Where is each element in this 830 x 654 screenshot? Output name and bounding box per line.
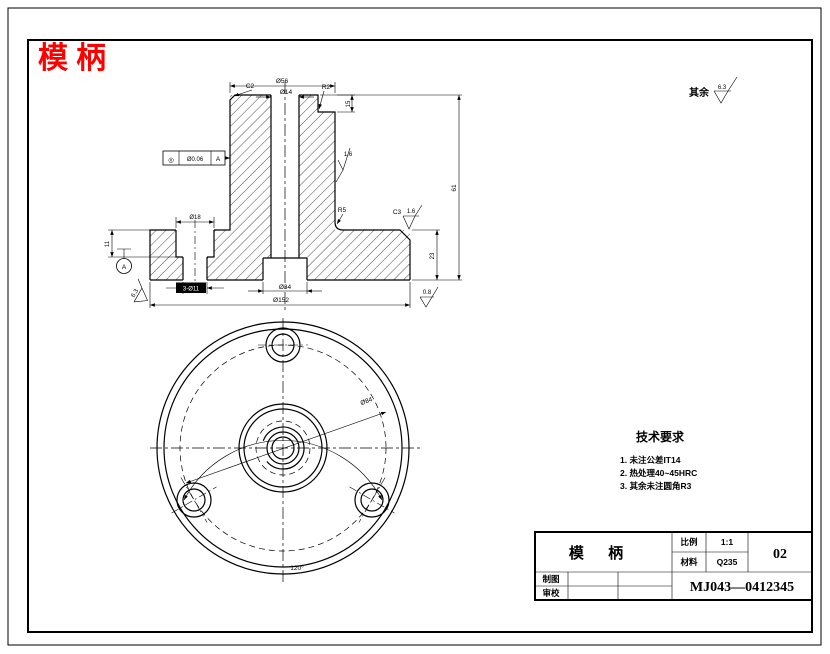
label-radius-step-text: R2 bbox=[322, 84, 331, 91]
dim-holes-text: 3-Ø11 bbox=[183, 287, 200, 293]
section-view: Ø56 Ø14 C2 R2 15 1.6 bbox=[105, 78, 462, 312]
dim-bore-text: Ø14 bbox=[280, 89, 293, 96]
dim-flange-height: 23 bbox=[412, 229, 440, 280]
roughness-flange-icon bbox=[402, 204, 423, 230]
dim-cbore-text: Ø18 bbox=[189, 215, 201, 221]
dim-top-width: Ø56 bbox=[229, 78, 336, 93]
tech-req-item-2: 2. 热处理40~45HRC bbox=[620, 468, 697, 478]
label-chamfer-top-text: C2 bbox=[246, 83, 255, 90]
dim-cbore: Ø18 bbox=[175, 215, 215, 228]
dim-angle-text: 120° bbox=[290, 564, 304, 572]
label-chamfer-top: C2 bbox=[233, 83, 255, 97]
dim-step-depth-text: 15 bbox=[346, 100, 352, 107]
gdt-tolerance: Ø0.06 bbox=[187, 157, 204, 163]
dim-boss: Ø34 bbox=[248, 282, 322, 294]
section-hatching bbox=[150, 95, 410, 280]
scale-label: 比例 bbox=[680, 537, 698, 547]
dim-cbore-depth-text: 11 bbox=[105, 240, 111, 247]
roughness-bottom-text: 0.8 bbox=[423, 290, 432, 296]
material-value: Q235 bbox=[717, 557, 738, 567]
bolt-hole-top bbox=[258, 327, 308, 363]
roughness-shank-icon: 1.6 bbox=[335, 147, 353, 183]
roughness-left-icon: 6.3 bbox=[131, 278, 148, 303]
drawn-by-label: 制图 bbox=[542, 574, 559, 584]
dim-flange-dia-text: Ø152 bbox=[273, 297, 289, 304]
dim-total-height: 61 bbox=[337, 94, 462, 281]
title-block: 模 柄 比例 1:1 材料 Q235 02 制图 审校 MJ043—041234… bbox=[534, 531, 813, 601]
datum-symbol: A bbox=[116, 248, 132, 274]
label-fillet: R5 bbox=[336, 207, 347, 225]
drawing-number: MJ043—0412345 bbox=[690, 580, 794, 595]
label-chamfer-flange: C3 1.6 bbox=[393, 204, 423, 230]
dim-step-depth: 15 bbox=[320, 94, 355, 113]
roughness-left-text: 6.3 bbox=[131, 288, 141, 299]
dim-total-height-text: 61 bbox=[451, 184, 458, 192]
dim-flange-height-text: 23 bbox=[430, 252, 436, 259]
tech-requirements: 技术要求 1. 未注公差IT14 2. 热处理40~45HRC 3. 其余未注圆… bbox=[620, 429, 697, 491]
label-radius-step: R2 bbox=[318, 84, 331, 110]
checked-by-label: 审校 bbox=[542, 588, 560, 598]
roughness-shank-text: 1.6 bbox=[344, 152, 353, 158]
dim-bore: Ø14 bbox=[256, 89, 314, 99]
tech-req-item-1: 1. 未注公差IT14 bbox=[620, 455, 681, 465]
dim-holes: 3-Ø11 bbox=[166, 282, 224, 294]
scale-value: 1:1 bbox=[721, 537, 734, 547]
sheet-number: 02 bbox=[773, 547, 787, 562]
roughness-bottom-icon: 0.8 bbox=[419, 286, 439, 308]
flange-outer-circle bbox=[156, 321, 410, 575]
dim-bolt-circle: Ø84 bbox=[185, 396, 387, 484]
bolt-circle bbox=[179, 344, 387, 552]
dim-flange-dia: Ø152 bbox=[149, 282, 411, 308]
dim-bolt-circle-text: Ø84 bbox=[360, 396, 374, 407]
surface-note-value: 6.3 bbox=[718, 85, 727, 91]
roughness-flange-text: 1.6 bbox=[407, 209, 416, 215]
tech-req-item-3: 3. 其余未注圆角R3 bbox=[620, 481, 692, 491]
page-title: 模柄 bbox=[38, 42, 114, 75]
dim-boss-text: Ø34 bbox=[279, 284, 292, 291]
datum-letter: A bbox=[122, 264, 127, 271]
dim-cbore-depth: 11 bbox=[105, 229, 176, 258]
tech-req-title: 技术要求 bbox=[636, 429, 685, 444]
gdt-symbol: ◎ bbox=[168, 157, 174, 164]
dim-top-width-text: Ø56 bbox=[276, 78, 289, 85]
roughness-icon: 6.3 bbox=[713, 76, 738, 104]
title-block-part-name: 模 柄 bbox=[569, 544, 633, 562]
front-view: Ø84 120° bbox=[150, 318, 420, 582]
gdt-frame: ◎ Ø0.06 A bbox=[162, 150, 230, 166]
flange-inner-circle bbox=[163, 328, 403, 568]
surface-note: 其余 6.3 bbox=[689, 76, 738, 104]
label-fillet-text: R5 bbox=[338, 207, 347, 214]
sheet-frame bbox=[7, 7, 822, 646]
dim-angle: 120° bbox=[183, 440, 383, 572]
gdt-datum-ref: A bbox=[216, 156, 221, 163]
material-label: 材料 bbox=[679, 557, 698, 567]
surface-note-text: 其余 bbox=[689, 86, 710, 99]
label-chamfer-flange-text: C3 bbox=[393, 209, 402, 216]
